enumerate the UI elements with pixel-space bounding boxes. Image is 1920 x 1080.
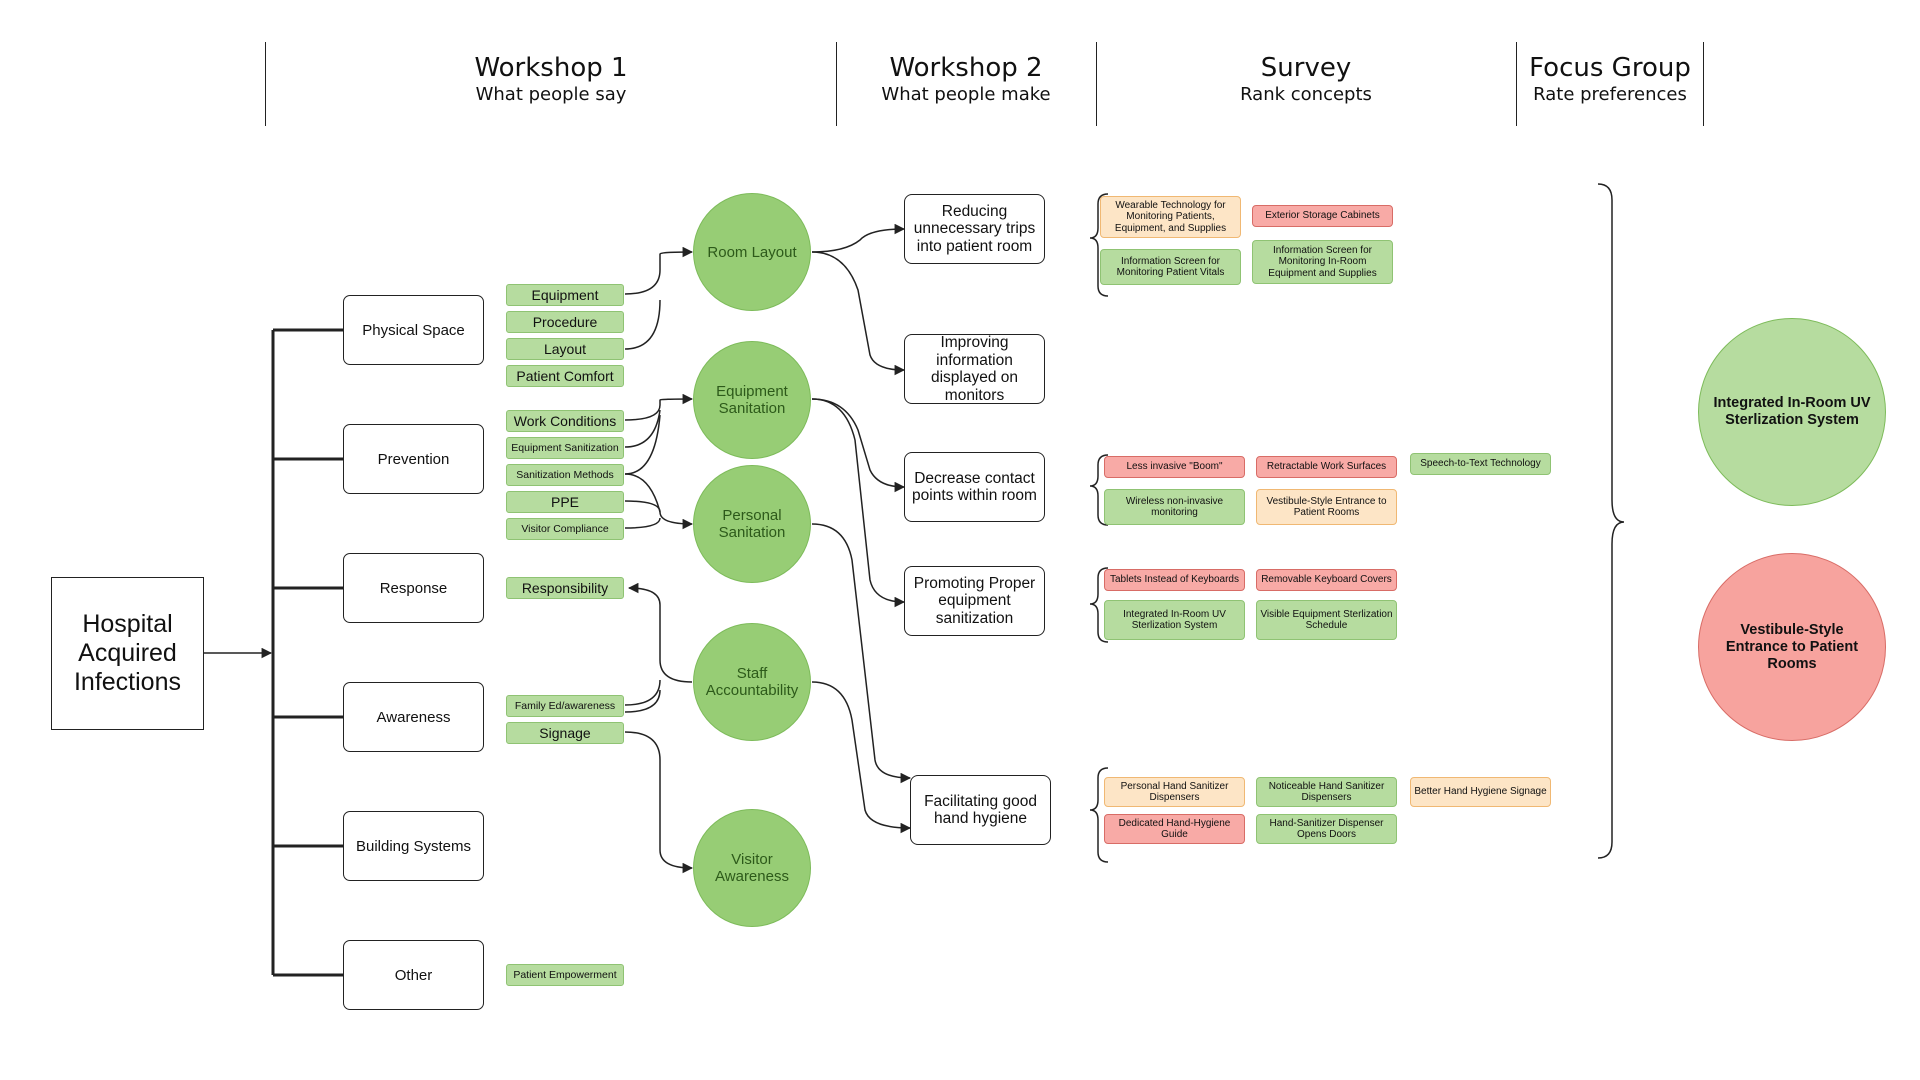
tag-procedure: Procedure (506, 311, 624, 333)
category-physical-space: Physical Space (343, 295, 484, 365)
column-title: Workshop 2 (889, 53, 1043, 83)
cluster-label: Staff (736, 665, 768, 682)
cluster-label: Accountability (705, 682, 799, 699)
column-title: Survey (1260, 53, 1352, 83)
theme-decrease-contact: Decrease contact points within room (904, 452, 1045, 522)
concept-card: Hand-Sanitizer Dispenser Opens Doors (1256, 814, 1397, 844)
concept-card: Removable Keyboard Covers (1256, 569, 1397, 591)
column-subtitle: Rate preferences (1533, 84, 1687, 105)
column-subtitle: What people say (475, 84, 627, 105)
concept-card: Dedicated Hand-Hygiene Guide (1104, 814, 1245, 844)
concept-card: Noticeable Hand Sanitizer Dispensers (1256, 777, 1397, 807)
column-separator (1516, 42, 1517, 126)
category-awareness: Awareness (343, 682, 484, 752)
tag-ppe: PPE (506, 491, 624, 513)
concept-card: Information Screen for Monitoring In-Roo… (1252, 240, 1393, 284)
concept-card: Better Hand Hygiene Signage (1410, 777, 1551, 807)
theme-reducing-trips: Reducing unnecessary trips into patient … (904, 194, 1045, 264)
theme-hand-hygiene: Facilitating good hand hygiene (910, 775, 1051, 845)
tag-family-ed-awareness: Family Ed/awareness (506, 695, 624, 717)
tag-patient-comfort: Patient Comfort (506, 365, 624, 387)
tag-equipment: Equipment (506, 284, 624, 306)
concept-card: Vestibule-Style Entrance to Patient Room… (1256, 489, 1397, 525)
concept-card: Wireless non-invasive monitoring (1104, 489, 1245, 525)
concept-card: Visible Equipment Sterlization Schedule (1256, 600, 1397, 640)
tag-responsibility: Responsibility (506, 577, 624, 599)
concept-card: Tablets Instead of Keyboards (1104, 569, 1245, 591)
tag-patient-empowerment: Patient Empowerment (506, 964, 624, 986)
cluster-label: Equipment (716, 383, 788, 400)
tag-equipment-sanitization: Equipment Sanitization (506, 437, 624, 459)
concept-card: Retractable Work Surfaces (1256, 456, 1397, 478)
root-line: Hospital (82, 610, 173, 638)
column-separator (265, 42, 266, 126)
column-header-focus-group: Focus Group Rate preferences (1510, 52, 1710, 106)
column-subtitle: What people make (881, 84, 1051, 105)
column-header-workshop-1: Workshop 1 What people say (451, 52, 651, 106)
tag-visitor-compliance: Visitor Compliance (506, 518, 624, 540)
category-prevention: Prevention (343, 424, 484, 494)
column-title: Workshop 1 (474, 53, 628, 83)
cluster-label: Awareness (715, 868, 789, 885)
concept-card: Wearable Technology for Monitoring Patie… (1100, 196, 1241, 238)
tag-sanitization-methods: Sanitization Methods (506, 464, 624, 486)
column-separator (836, 42, 837, 126)
tag-signage: Signage (506, 722, 624, 744)
concept-card: Less invasive "Boom" (1104, 456, 1245, 478)
column-separator (1703, 42, 1704, 126)
cluster-label: Visitor (731, 851, 773, 868)
concept-card: Information Screen for Monitoring Patien… (1100, 249, 1241, 285)
column-header-workshop-2: Workshop 2 What people make (866, 52, 1066, 106)
cluster-label: Sanitation (718, 400, 786, 417)
root-node: Hospital Acquired Infections (51, 577, 204, 730)
cluster-label: Sanitation (718, 524, 786, 541)
column-separator (1096, 42, 1097, 126)
root-line: Acquired (78, 639, 177, 667)
column-subtitle: Rank concepts (1240, 84, 1372, 105)
concept-card: Personal Hand Sanitizer Dispensers (1104, 777, 1245, 807)
final-concept-uv-sterilization: Integrated In-Room UV Sterlization Syste… (1698, 318, 1886, 506)
final-concept-vestibule-entrance: Vestibule-Style Entrance to Patient Room… (1698, 553, 1886, 741)
category-building-systems: Building Systems (343, 811, 484, 881)
concept-card: Exterior Storage Cabinets (1252, 205, 1393, 227)
cluster-room-layout: Room Layout (693, 193, 811, 311)
concept-card: Speech-to-Text Technology (1410, 453, 1551, 475)
tag-work-conditions: Work Conditions (506, 410, 624, 432)
concept-card: Integrated In-Room UV Sterlization Syste… (1104, 600, 1245, 640)
theme-improving-information: Improving information displayed on monit… (904, 334, 1045, 404)
column-title: Focus Group (1529, 53, 1691, 83)
cluster-label: Personal (722, 507, 782, 524)
tag-layout: Layout (506, 338, 624, 360)
category-response: Response (343, 553, 484, 623)
cluster-label: Room Layout (707, 243, 797, 261)
theme-promoting-sanitization: Promoting Proper equipment sanitization (904, 566, 1045, 636)
root-line: Infections (73, 668, 181, 696)
column-header-survey: Survey Rank concepts (1206, 52, 1406, 106)
category-other: Other (343, 940, 484, 1010)
